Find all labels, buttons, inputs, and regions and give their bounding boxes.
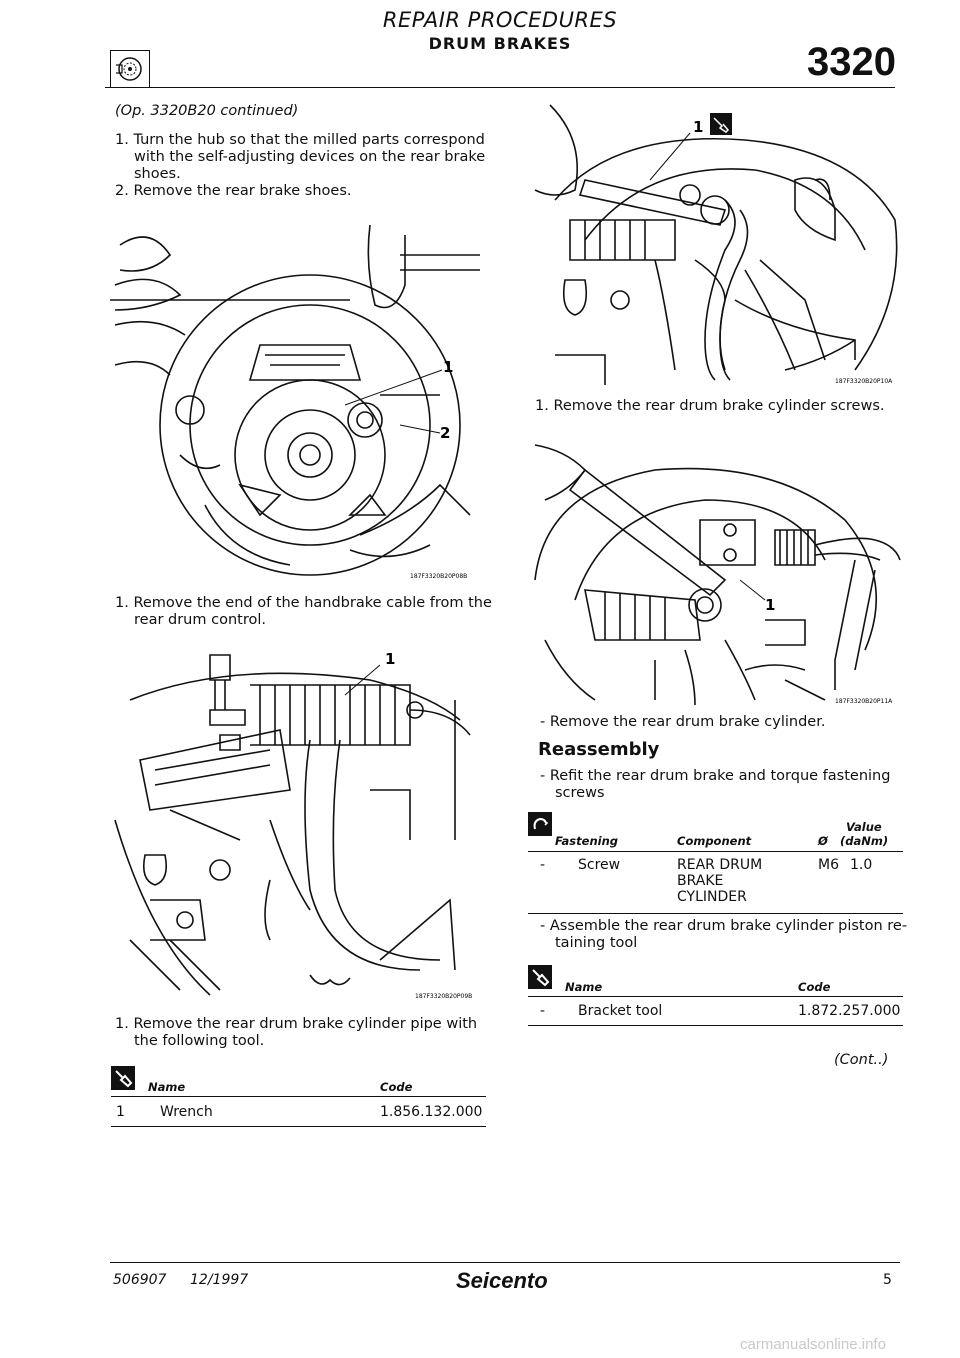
step-line: 1. Turn the hub so that the milled parts… bbox=[115, 132, 485, 148]
continued-marker: (Cont..) bbox=[834, 1052, 889, 1068]
table-header-name: Name bbox=[148, 1080, 186, 1094]
caption-line: rear drum control. bbox=[134, 612, 266, 628]
doc-date: 12/1997 bbox=[190, 1272, 249, 1288]
table-cell-dash: - bbox=[540, 1003, 546, 1019]
refit-line: screws bbox=[555, 785, 605, 801]
figure-handbrake-cable: 1 187F3320B20P09B bbox=[110, 640, 488, 1000]
table-cell-diameter: M6 bbox=[818, 857, 839, 873]
table-cell-value: 1.0 bbox=[850, 857, 873, 873]
header-subtitle: DRUM BRAKES bbox=[428, 34, 572, 53]
table-cell-name: Wrench bbox=[160, 1104, 213, 1120]
table-cell-dash: - bbox=[540, 857, 546, 873]
step-line: shoes. bbox=[134, 166, 181, 182]
page-number: 5 bbox=[883, 1272, 892, 1288]
figure-cylinder-screws: 1 187F3320B20P10A bbox=[525, 100, 905, 385]
section-number: 3320 bbox=[807, 40, 896, 84]
table-cell-component: REAR DRUM BRAKE CYLINDER bbox=[677, 857, 762, 905]
figure-callout-1: 1 bbox=[385, 650, 395, 668]
assemble-line: - Assemble the rear drum brake cylinder … bbox=[540, 918, 908, 934]
wrench-tool-icon bbox=[111, 1066, 135, 1090]
table-rule bbox=[528, 1025, 903, 1026]
caption-line: - Remove the rear drum brake cylinder. bbox=[540, 714, 826, 730]
figure-code: 187F3320B20P11A bbox=[835, 698, 893, 705]
header-title: REPAIR PROCEDURES bbox=[382, 8, 618, 32]
figure-code: 187F3320B20P10A bbox=[835, 378, 893, 385]
table-cell-name: Bracket tool bbox=[578, 1003, 663, 1019]
table-rule bbox=[111, 1126, 486, 1127]
figure-callout-1: 1 bbox=[443, 358, 453, 376]
caption-line: 1. Remove the rear drum brake cylinder p… bbox=[115, 1016, 478, 1032]
figure-code: 187F3320B20P09B bbox=[415, 993, 472, 1000]
table-rule bbox=[528, 996, 903, 997]
table-rule bbox=[528, 851, 903, 852]
table-cell-fastening: Screw bbox=[578, 857, 621, 873]
drum-brake-icon bbox=[110, 50, 150, 88]
table-header-unit: (daNm) bbox=[840, 834, 889, 848]
footer-rule bbox=[110, 1262, 900, 1263]
step-line: 2. Remove the rear brake shoes. bbox=[115, 183, 352, 199]
table-cell-code: 1.856.132.000 bbox=[380, 1104, 483, 1120]
watermark: carmanualsonline.info bbox=[740, 1336, 886, 1353]
assemble-line: taining tool bbox=[555, 935, 638, 951]
torque-icon bbox=[528, 812, 552, 836]
wrench-tool-icon bbox=[528, 965, 552, 989]
brand-logo: Seicento bbox=[456, 1268, 548, 1293]
refit-line: - Refit the rear drum brake and torque f… bbox=[540, 768, 891, 784]
continued-note: (Op. 3320B20 continued) bbox=[115, 103, 299, 119]
component-line: REAR DRUM bbox=[677, 857, 763, 873]
table-cell-num: 1 bbox=[116, 1104, 125, 1120]
table-header-code: Code bbox=[798, 980, 831, 994]
table-header-fastening: Fastening bbox=[555, 834, 618, 848]
table-header-value: Value bbox=[846, 820, 882, 834]
table-header-code: Code bbox=[380, 1080, 413, 1094]
table-header-component: Component bbox=[677, 834, 752, 848]
figure-callout-1: 1 bbox=[765, 596, 775, 614]
step-line: with the self-adjusting devices on the r… bbox=[134, 149, 486, 165]
reassembly-heading: Reassembly bbox=[538, 739, 660, 760]
component-line: CYLINDER bbox=[677, 889, 747, 905]
figure-callout-1: 1 bbox=[693, 118, 703, 136]
figure-code: 187F3320B20P08B bbox=[410, 573, 467, 580]
figure-brake-shoes: 1 2 187F3320B20P08B bbox=[110, 215, 488, 583]
caption-line: 1. Remove the rear drum brake cylinder s… bbox=[535, 398, 885, 414]
table-rule bbox=[111, 1096, 486, 1097]
doc-number: 506907 bbox=[113, 1272, 167, 1288]
table-header-name: Name bbox=[565, 980, 603, 994]
component-line: BRAKE bbox=[677, 873, 724, 889]
header-rule bbox=[105, 87, 895, 88]
figure-callout-2: 2 bbox=[440, 424, 450, 442]
figure-brake-cylinder: 1 187F3320B20P11A bbox=[525, 430, 905, 706]
table-rule bbox=[528, 913, 903, 914]
table-header-diameter: Ø bbox=[818, 834, 828, 848]
caption-line: the following tool. bbox=[134, 1033, 265, 1049]
table-cell-code: 1.872.257.000 bbox=[798, 1003, 901, 1019]
caption-line: 1. Remove the end of the handbrake cable… bbox=[115, 595, 492, 611]
